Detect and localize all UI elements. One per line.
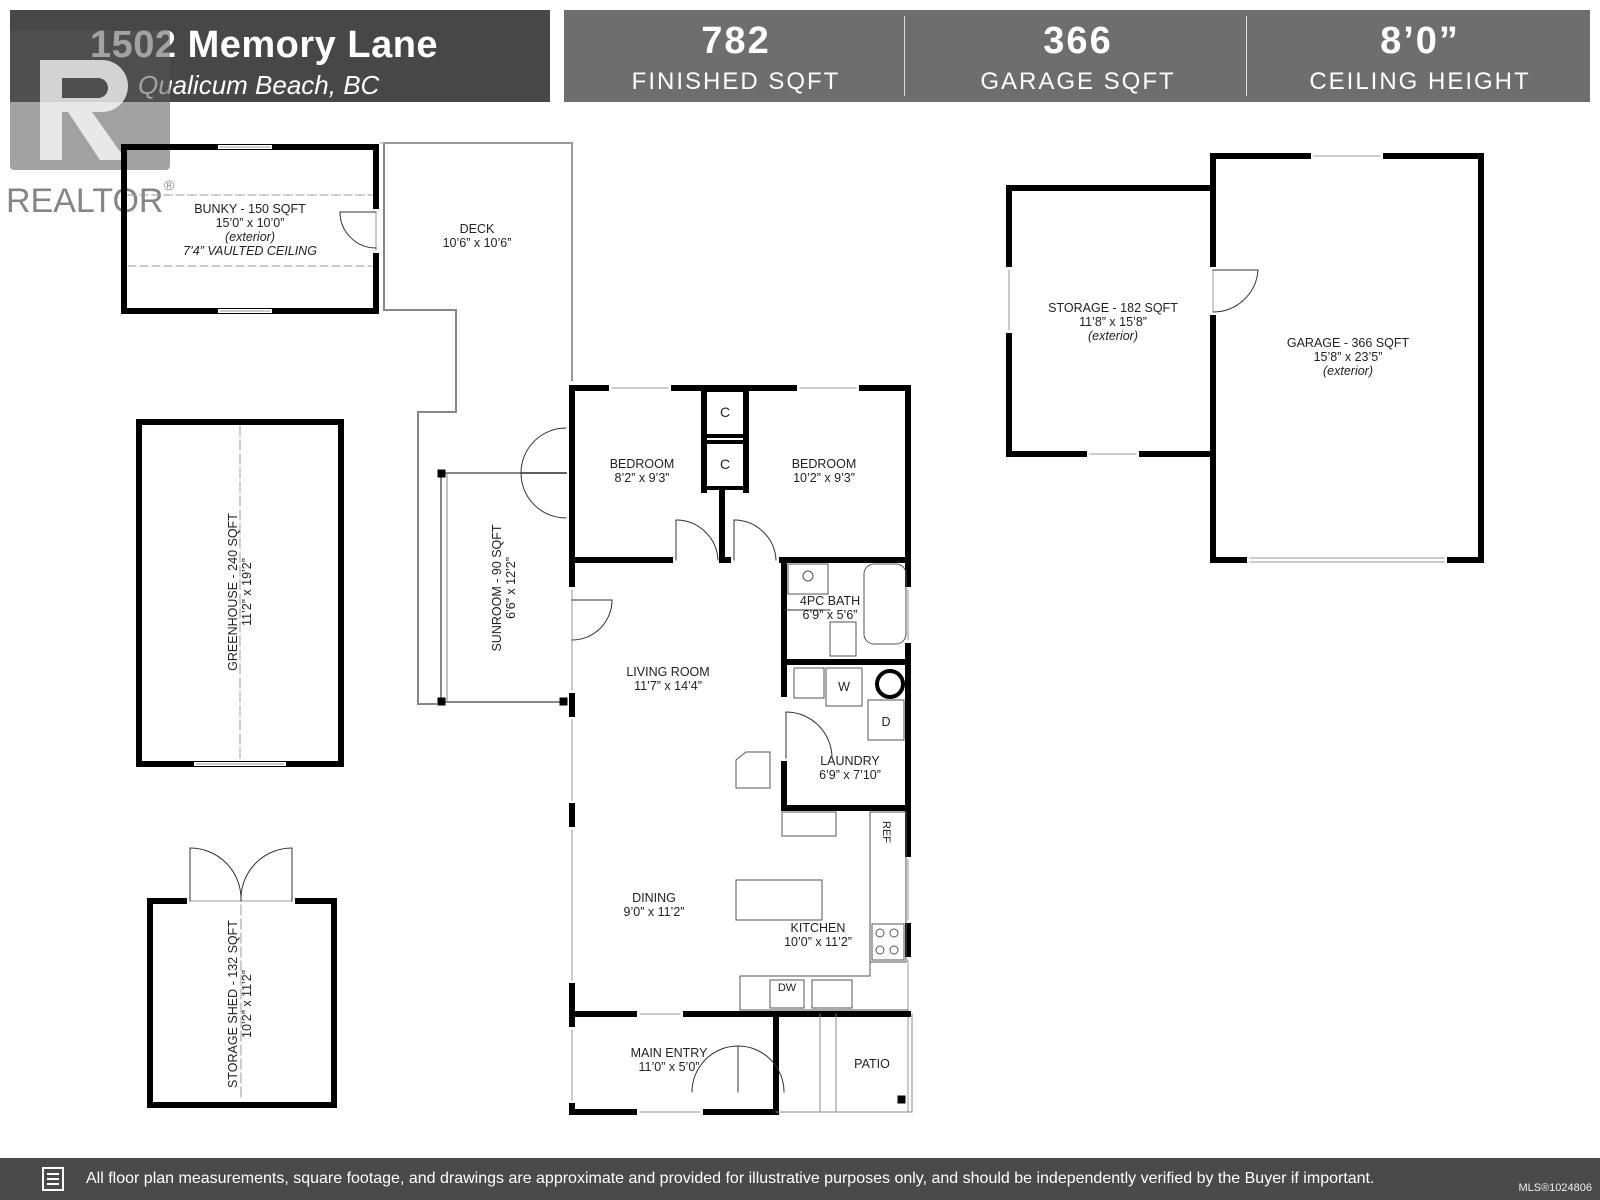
bunky-walls — [121, 144, 379, 314]
storage-label: STORAGE - 182 SQFT 11’8” x 15’8” (exteri… — [1048, 301, 1178, 343]
garage-label: GARAGE - 366 SQFT 15’8” x 23’5” (exterio… — [1286, 336, 1410, 378]
stat-divider — [1246, 16, 1247, 96]
bath-label: 4PC BATH 6’9” x 5’6” — [799, 594, 861, 622]
disclaimer-text: All floor plan measurements, square foot… — [86, 1170, 1375, 1187]
garage-walls — [1210, 153, 1484, 563]
shed-walls — [147, 847, 337, 1108]
document-icon — [42, 1167, 64, 1191]
greenhouse-walls — [136, 419, 344, 767]
deck-label: DECK 10’6” x 10’6” — [442, 222, 512, 250]
house-walls — [569, 385, 913, 1115]
svg-text:®: ® — [164, 177, 175, 193]
main-entry-label: MAIN ENTRY 11’0” x 5’0” — [630, 1046, 708, 1074]
city-subtitle: Qualicum Beach, BC — [138, 70, 380, 100]
dining-label: DINING 9’0” x 11’2” — [623, 891, 685, 919]
realtor-logo-text: REALTOR — [6, 182, 163, 220]
living-room-label: LIVING ROOM 11’7” x 14’4” — [626, 665, 710, 693]
bedroom-2-label: BEDROOM 10’2” x 9’3” — [791, 457, 857, 485]
washer-label: W — [838, 680, 850, 694]
dryer-label: D — [881, 715, 891, 729]
stat-ceiling-height: 8’0” CEILING HEIGHT — [1250, 10, 1590, 102]
fridge-label: REF — [880, 821, 892, 843]
stat-value: 8’0” — [1380, 20, 1460, 62]
greenhouse-label: GREENHOUSE - 240 SQFT 11’2” x 19’2” — [226, 513, 254, 671]
stat-label: CEILING HEIGHT — [1309, 68, 1531, 95]
stat-value: 782 — [701, 20, 771, 62]
closet-1-label: C — [719, 404, 731, 420]
shed-label: STORAGE SHED - 132 SQFT 10’2” x 11’2” — [226, 920, 254, 1088]
stat-finished-sqft: 782 FINISHED SQFT — [566, 10, 906, 102]
sunroom-walls — [437, 427, 568, 706]
stat-divider — [904, 16, 905, 96]
stat-garage-sqft: 366 GARAGE SQFT — [908, 10, 1248, 102]
mls-number: MLS®1024806 — [1518, 1182, 1592, 1194]
closet-2-label: C — [719, 456, 731, 472]
kitchen-label: KITCHEN 10’0” x 11’2” — [784, 921, 852, 949]
bunky-label: BUNKY - 150 SQFT 15’0” x 10’0” (exterior… — [183, 202, 317, 258]
laundry-label: LAUNDRY 6’9” x 7’10” — [819, 754, 881, 782]
bedroom-1-label: BEDROOM 8’2” x 9’3” — [609, 457, 675, 485]
stats-bar: 782 FINISHED SQFT 366 GARAGE SQFT 8’0” C… — [564, 10, 1590, 102]
stat-label: FINISHED SQFT — [631, 68, 841, 95]
stat-value: 366 — [1043, 20, 1113, 62]
patio-label: PATIO — [854, 1057, 890, 1071]
sunroom-label: SUNROOM - 90 SQFT 6’6” x 12’2” — [490, 524, 518, 652]
disclaimer-bar: All floor plan measurements, square foot… — [0, 1158, 1600, 1200]
dishwasher-label: DW — [777, 982, 797, 994]
stat-label: GARAGE SQFT — [980, 68, 1176, 95]
realtor-logo: REALTOR ® — [6, 30, 175, 220]
